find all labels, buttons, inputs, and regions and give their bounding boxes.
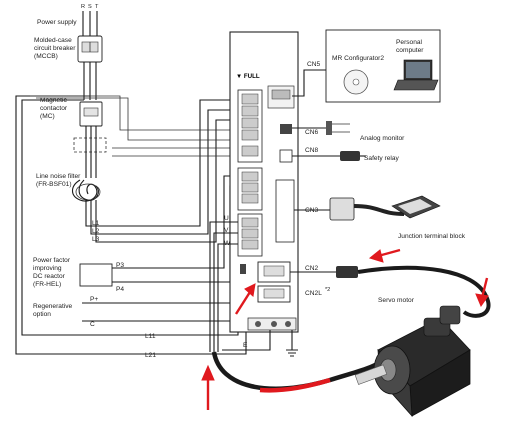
dcr-label-1: Power factor [33,257,71,264]
filter-label-1: Line noise filter [36,173,81,180]
arrow-diagonal-icon [234,283,256,315]
cn5-label: CN5 [307,61,321,68]
arrow-left-icon [368,248,401,263]
p4-label: P4 [116,286,124,293]
brand-label: ▼ FULL [236,73,260,80]
junction-block-icon [391,195,441,219]
c-label: C [90,321,95,328]
safety-connector-icon [340,151,360,161]
v-label: V [224,227,229,234]
servo-motor: Servo motor [354,297,471,418]
phase-s-label: S [88,4,92,10]
servo-amplifier: ▼ FULL [229,31,299,333]
dcr-label-3: DC reactor [33,273,66,280]
laptop-icon [393,59,439,91]
cn6-analog-monitor: CN6 Analog monitor [292,121,405,142]
cn6-label: CN6 [305,129,319,136]
mccb-label-1: Molded-case [34,37,72,44]
main-power-wires: L1 L2 L3 [85,99,240,243]
battery-slot [240,264,246,274]
control-power-wires: L11 L21 [15,95,247,359]
cn3-connector-icon [329,197,355,221]
dcr-label-2: improving [33,265,62,272]
cn2l-label: CN2L [305,290,322,297]
servo-motor-icon [354,305,471,418]
mr-configurator-label: MR Configurator2 [332,55,384,62]
line-noise-filter: Line noise filter (FR-BSF01) [36,173,101,202]
l1-label: L1 [92,220,100,227]
cn3-junction: CN3 Junction terminal block [294,195,466,240]
phase-t-label: T [95,4,99,10]
mc-label-3: (MC) [40,113,55,120]
mc-label-2: contactor [40,105,68,112]
terminal-block-cnp2 [237,167,263,211]
filter-label-2: (FR-BSF01) [36,181,72,188]
cn5-pc-section: CN5 MR Configurator2 Personal computer [292,29,441,103]
l11-label: L11 [145,333,156,340]
p-plus-label: P+ [90,296,98,303]
mccb: Molded-case circuit breaker (MCCB) [34,35,103,100]
l2-label: L2 [92,228,100,235]
analog-monitor-label: Analog monitor [360,135,405,142]
cn6-socket [280,124,292,134]
power-supply-label: Power supply [37,19,77,26]
mccb-label-2: circuit breaker [34,45,76,52]
pc-label-1: Personal [396,39,423,46]
safety-relay-label: Safety relay [364,155,400,162]
u-label: U [224,215,229,222]
e-label: E [243,342,248,349]
phase-r-label: R [81,4,85,10]
regen-label-2: option [33,311,51,318]
magnetic-contactor: Magnetic contactor (MC) [40,97,107,178]
cn3-socket [275,179,295,243]
arrow-down-icon [475,277,489,308]
terminal-block-cnp1 [237,89,263,163]
annotation-arrows [201,248,489,410]
cn8-socket [279,149,293,163]
terminal-block-cnp3 [237,213,263,257]
pc-label-2: computer [396,47,424,54]
cn8-label: CN8 [305,147,319,154]
servo-motor-label: Servo motor [378,297,415,304]
arrow-up-icon [201,364,215,410]
p3-label: P3 [116,262,124,269]
mccb-label-3: (MCCB) [34,53,58,60]
l3-label: L3 [92,236,100,243]
cn2-encoder: CN2 CN2L *2 [290,265,491,318]
l21-label: L21 [145,352,156,359]
cn2-label: CN2 [305,265,319,272]
regen-label-1: Regenerative [33,303,73,310]
motor-power-cable [211,351,382,393]
encoder-connector-icon [336,266,358,278]
cn2l-note: *2 [325,287,330,293]
junction-block-label: Junction terminal block [398,233,466,240]
dcr-label-4: (FR-HEL) [33,281,61,288]
power-supply: R S T Power supply [37,4,99,36]
motor-power-wires: U V W E [209,215,298,357]
cn8-safety-relay: CN8 Safety relay [292,147,400,162]
